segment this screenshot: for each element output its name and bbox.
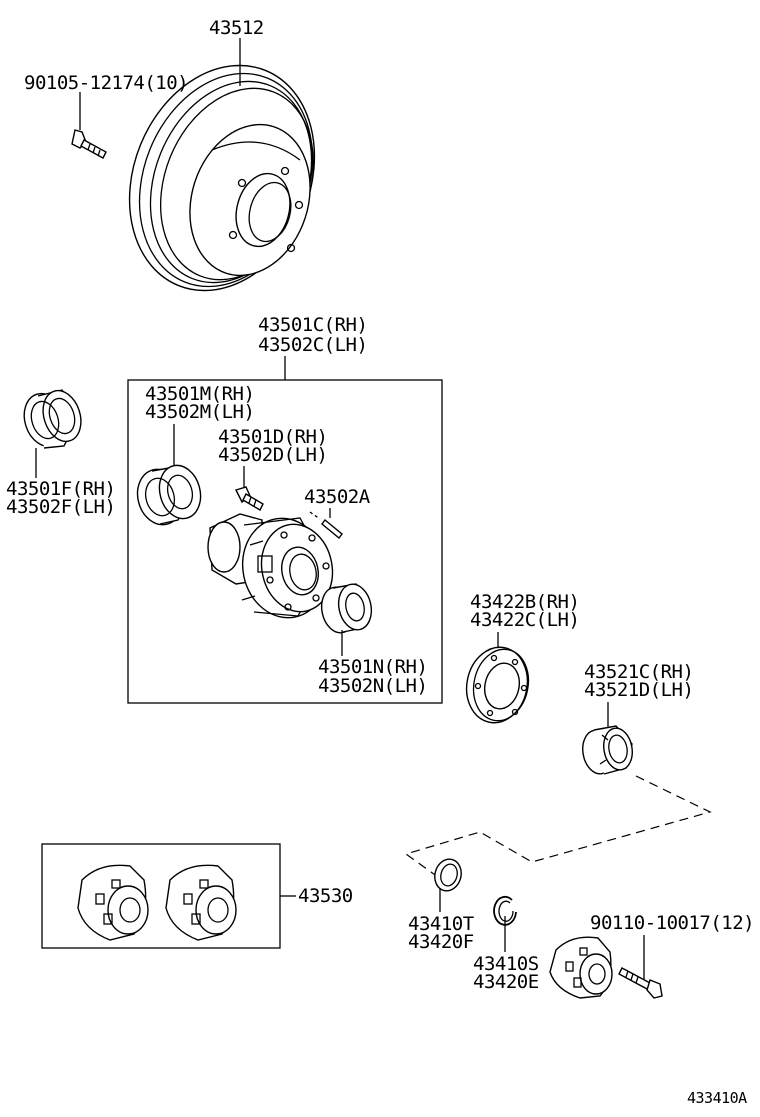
rotor-bolt[interactable] [71, 129, 107, 159]
lock-nut[interactable] [579, 725, 635, 776]
snap-ring[interactable] [493, 895, 517, 926]
label-washer-a: 43410T [408, 913, 474, 935]
hub-assy-box [127, 379, 443, 704]
free-wheel-hub-2[interactable] [165, 864, 237, 941]
label-locknut-lh: 43521D(LH) [584, 679, 693, 701]
hub-bolt[interactable] [235, 486, 264, 511]
hub-cap[interactable] [549, 936, 613, 999]
label-hub-assy-lh: 43502C(LH) [258, 334, 367, 356]
hub-pin[interactable] [309, 511, 343, 540]
free-wheel-hub-1[interactable] [77, 864, 149, 941]
label-oil-seal-lh: 43502F(LH) [6, 496, 115, 518]
label-cap-bolt: 90110-10017(12) [590, 912, 754, 934]
label-outer-bearing-rh: 43501M(RH) [145, 383, 254, 405]
washer[interactable] [431, 856, 464, 894]
oil-seal[interactable] [18, 386, 88, 452]
hub-gasket[interactable] [460, 642, 535, 729]
axle-hub[interactable] [207, 510, 340, 625]
label-inner-bearing-lh: 43502N(LH) [318, 675, 427, 697]
label-inner-bearing-rh: 43501N(RH) [318, 656, 427, 678]
label-hub-assy-rh: 43501C(RH) [258, 314, 367, 336]
inner-bearing[interactable] [318, 581, 376, 636]
label-hub-set: 43530 [298, 885, 353, 907]
label-snap-ring-b: 43420E [473, 971, 539, 993]
cap-bolt[interactable] [618, 967, 663, 999]
hub-set-box [41, 843, 281, 949]
label-pin: 43502A [304, 486, 371, 508]
label-outer-bearing-lh: 43502M(LH) [145, 401, 254, 423]
label-hub-bolt-rh: 43501D(RH) [218, 426, 327, 448]
assembly-guide-line [404, 775, 712, 881]
label-washer-b: 43420F [408, 931, 474, 953]
disc-rotor[interactable] [97, 37, 347, 318]
label-oil-seal-rh: 43501F(RH) [6, 478, 115, 500]
drawing-code: 433410A [687, 1089, 747, 1107]
outer-bearing[interactable] [132, 461, 207, 530]
label-gasket-lh: 43422C(LH) [470, 609, 579, 631]
label-gasket-rh: 43422B(RH) [470, 591, 579, 613]
label-hub-bolt-lh: 43502D(LH) [218, 444, 327, 466]
label-locknut-rh: 43521C(RH) [584, 661, 693, 683]
label-rotor: 43512 [209, 17, 264, 39]
label-snap-ring-a: 43410S [473, 953, 539, 975]
label-rotor-bolt: 90105-12174(10) [24, 72, 188, 94]
